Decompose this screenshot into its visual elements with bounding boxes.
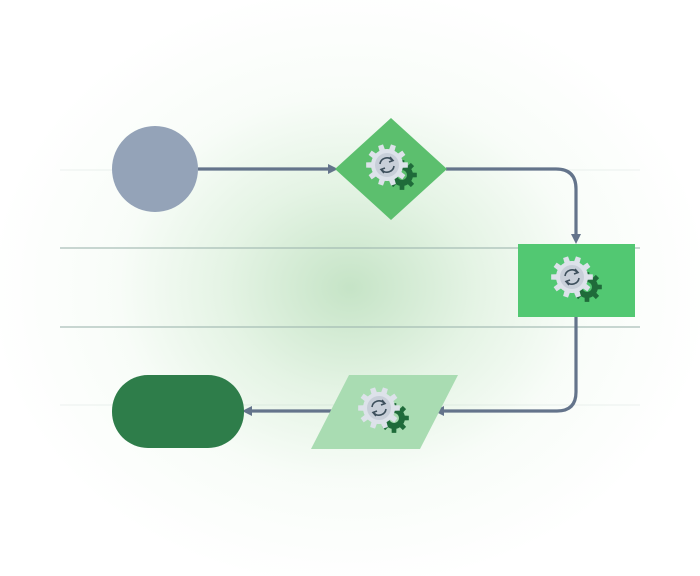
gear-refresh-icon: [366, 144, 417, 190]
end-node[interactable]: [112, 375, 244, 448]
start-node[interactable]: [112, 126, 198, 212]
gear-refresh-icon: [358, 387, 409, 433]
connectors: [198, 164, 581, 416]
edge-decision-to-process: [446, 167, 581, 244]
gear-refresh-icon: [551, 256, 602, 302]
edge-process-to-io: [434, 317, 578, 416]
